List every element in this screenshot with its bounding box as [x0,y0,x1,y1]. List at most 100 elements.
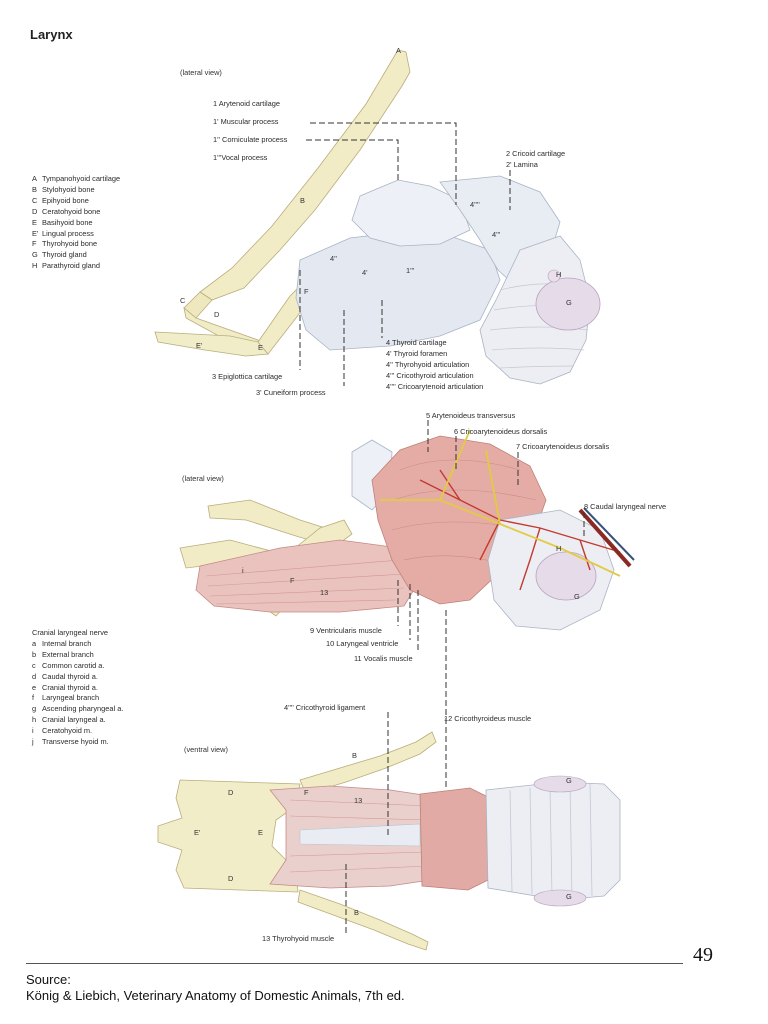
source-citation: Source: König & Liebich, Veterinary Anat… [26,972,405,1004]
stylohyoid-bone [199,49,411,301]
fig3-trachea [485,781,621,901]
fig1-num-4p: 4' [362,268,368,277]
label-cricothyroid-ligament: 4'''' Cricothyroid ligament [284,703,366,712]
fig1-letter-G: G [566,298,572,307]
fig2-common-carotid [578,508,632,568]
footer-divider [26,963,683,964]
label-cricothyroid-articulation: 4''' Cricothyroid articulation [386,371,474,380]
source-text: König & Liebich, Veterinary Anatomy of D… [26,988,405,1003]
fig3-cricothyroid [419,787,491,891]
label-cuneiform-process: 3' Cuneiform process [256,388,326,397]
label-vocalis-muscle: 11 Vocalis muscle [354,654,413,663]
label-lamina: 2' Lamina [506,160,538,169]
fig1-letter-B: B [300,196,305,205]
fig1-letter-F: F [304,287,309,296]
fig2-letter-H: H [556,544,562,553]
basihyoid-bone [154,331,269,357]
fig1-letter-E: E [258,343,263,352]
fig1-num-4pppp: 4'''' [470,200,480,209]
label-thyroid-cartilage: 4 Thyroid cartilage [386,338,447,347]
fig3-letter-B-top: B [352,751,357,760]
fig3-letter-E: E [258,828,263,837]
label-corniculate-process: 1'' Corniculate process [213,135,288,144]
fig2-thyroid-gland [535,551,597,601]
fig3-upper-stylohyoid [299,731,437,795]
label-thyrohyoid-articulation: 4'' Thyrohyoid articulation [386,360,470,369]
label-cricoid-cartilage: 2 Cricoid cartilage [506,149,566,158]
fig3-thyroid-gland-bottom [533,889,587,907]
label-muscular-process: 1' Muscular process [213,117,279,126]
parathyroid-gland [547,269,561,283]
fig1-letter-A: A [396,46,401,55]
label-cricothyroideus-muscle: 12 Cricothyroideus muscle [444,714,532,723]
fig1-letter-D: D [214,310,220,319]
figure3-view-label: (ventral view) [184,745,228,754]
source-label: Source: [26,972,71,987]
figure1-view-label: (lateral view) [180,68,222,77]
page-title: Larynx [30,27,73,42]
fig3-letter-F: F [304,788,309,797]
fig3-letter-E-prime: E' [194,828,201,837]
fig3-letter-D-bottom: D [228,874,234,883]
fig3-letter-G-bottom: G [566,892,572,901]
label-arytenoid-cartilage: 1 Arytenoid cartilage [213,99,280,108]
fig3-thyroid-gland-top [533,775,587,793]
fig1-num-4pp: 4'' [330,254,337,263]
fig3-letter-G-top: G [566,776,572,785]
fig1-num-1ppp: 1''' [406,266,415,275]
fig2-letter-i: i [242,566,244,575]
arytenoid-cartilage [351,179,471,247]
figure3-illustration [157,712,621,951]
page-number: 49 [693,944,713,966]
label-cricoarytenoideus-dorsalis-6: 6 Cricoarytenoideus dorsalis [454,427,548,436]
fig1-letter-E-prime: E' [196,341,203,350]
fig1-letter-H: H [556,270,562,279]
fig3-lower-stylohyoid [297,889,429,951]
label-cricoarytenoideus-dorsalis-7: 7 Cricoarytenoideus dorsalis [516,442,610,451]
fig3-letter-B-bottom: B [354,908,359,917]
fig2-vagus-nerve [583,507,635,561]
thyroid-gland [535,277,601,331]
label-thyroid-foramen: 4' Thyroid foramen [386,349,448,358]
figure2-view-label: (lateral view) [182,474,224,483]
label-arytenoideus-transversus: 5 Arytenoideus transversus [426,411,516,420]
trachea [479,235,591,385]
fig1-num-4ppp: 4''' [492,230,501,239]
fig2-letter-G: G [574,592,580,601]
label-laryngeal-ventricle: 10 Laryngeal ventricle [326,639,399,648]
figure1-illustration [154,49,601,386]
label-thyrohyoid-muscle: 13 Thyrohyoid muscle [262,934,335,943]
label-ventricularis-muscle: 9 Ventricularis muscle [310,626,382,635]
leader-corniculate-process [306,139,399,180]
legend-row-E-prime: E'Lingual process [32,228,94,238]
legend-title-cranial-laryngeal-nerve: Cranial laryngeal nerve [32,628,108,637]
fig3-letter-D-top: D [228,788,234,797]
label-epiglottica-cartilage: 3 Epiglottica cartilage [212,372,283,381]
figure2-illustration [179,420,635,790]
leader-muscular-process [310,122,457,205]
thyroid-cartilage [295,231,501,351]
label-cricoarytenoid-articulation: 4'''' Cricoarytenoid articulation [386,382,484,391]
fig3-midline [299,823,421,847]
label-caudal-laryngeal-nerve: 8 Caudal laryngeal nerve [584,502,667,511]
fig1-letter-C: C [180,296,186,305]
